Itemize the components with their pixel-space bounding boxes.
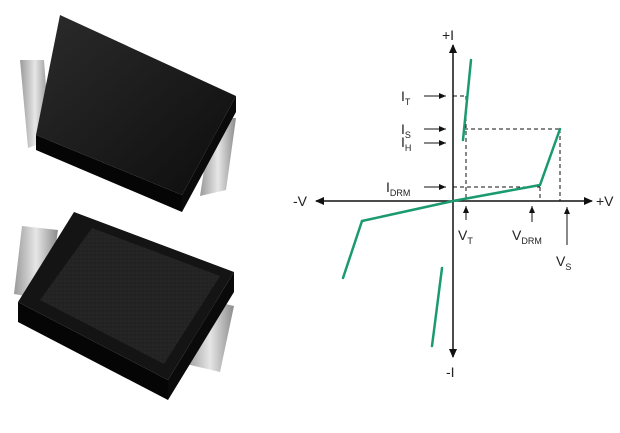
idrm-label: IDRM [386,179,446,198]
ih-label: IH [401,134,446,153]
reverse-on-state-segment [430,266,444,348]
vi-characteristic-diagram: +I -I +V -V IT IS IH IDRM VT [293,27,614,380]
vs-label: VS [556,207,571,272]
svg-text:VS: VS [556,253,571,272]
upper-component [20,15,236,212]
pos-current-label: +I [442,27,454,43]
upper-body-side [36,135,182,212]
upper-body-side-right [182,96,236,212]
forward-curve [360,127,562,223]
pos-voltage-label: +V [596,193,614,209]
svg-text:IS: IS [401,121,411,140]
svg-text:IH: IH [401,134,411,153]
vdrm-label: VDRM [512,206,542,246]
neg-current-label: -I [446,364,455,380]
neg-voltage-label: -V [293,193,308,209]
dashed-guides [453,95,561,201]
svg-text:VDRM: VDRM [512,227,542,246]
it-label: IT [401,88,446,107]
is-label: IS [401,121,446,140]
lower-body-side [18,302,168,400]
on-state-segment [461,58,473,142]
svg-text:IDRM: IDRM [386,179,410,198]
lower-component [14,212,234,400]
lower-body-textured-face [40,228,220,364]
component-photo [14,15,236,400]
reverse-breakdown-segment [341,219,364,280]
upper-body-top [36,15,236,195]
svg-text:IT: IT [401,88,411,107]
vt-label: VT [458,206,473,246]
lower-body-side-right [168,272,234,400]
characteristic-curve [341,58,562,348]
svg-text:VT: VT [458,227,473,246]
